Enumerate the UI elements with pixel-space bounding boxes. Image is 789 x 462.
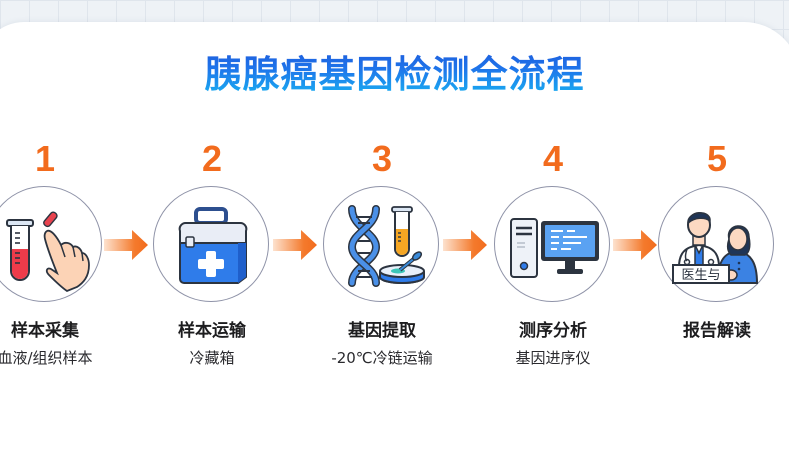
step-icon-circle [323,186,439,302]
step-label: 测序分析 [519,321,587,341]
step-label: 样本采集 [11,321,79,341]
arrow-icon [443,228,487,262]
step-number: 2 [201,138,223,179]
step-number: 4 [542,138,564,179]
step-icon-circle [494,186,610,302]
step-icon-circle [0,186,102,302]
step-label: 基因提取 [348,321,416,341]
step-4: 4 测序分析 基因进序仪 [468,0,638,443]
step-3: 3 基因提取 -20℃冷链运输 [297,0,467,443]
test-tube-hand-icon [6,211,90,293]
computer-icon [510,218,599,278]
step-number: 1 [34,138,56,179]
step-subtitle: 冷藏箱 [189,349,235,367]
arrow-icon [104,228,148,262]
step-icon-circle [153,186,269,302]
page-title: 胰腺癌基因检测全流程 [0,44,789,98]
step-5: 5 医生与 报告解读 [632,0,789,443]
arrow-icon [273,228,317,262]
step-subtitle: -20℃冷链运输 [331,349,433,367]
sign-text: 医生与 [681,268,720,283]
step-label: 报告解读 [683,321,751,341]
step-number: 3 [371,138,393,179]
arrow-icon [613,228,657,262]
dna-test-tube-icon [347,205,425,287]
step-subtitle: 血液/组织样本 [0,349,93,367]
step-1: 1 样本采集 血液/组织样本 [0,0,130,443]
step-number: 5 [706,138,728,179]
doctor-patient-icon: 医生与 [672,212,759,284]
step-label: 样本运输 [178,321,246,341]
step-subtitle: 基因进序仪 [515,349,591,367]
step-icon-circle: 医生与 [658,186,774,302]
step-2: 2 样本运输 冷藏箱 [127,0,297,443]
cooler-box-icon [178,207,248,284]
